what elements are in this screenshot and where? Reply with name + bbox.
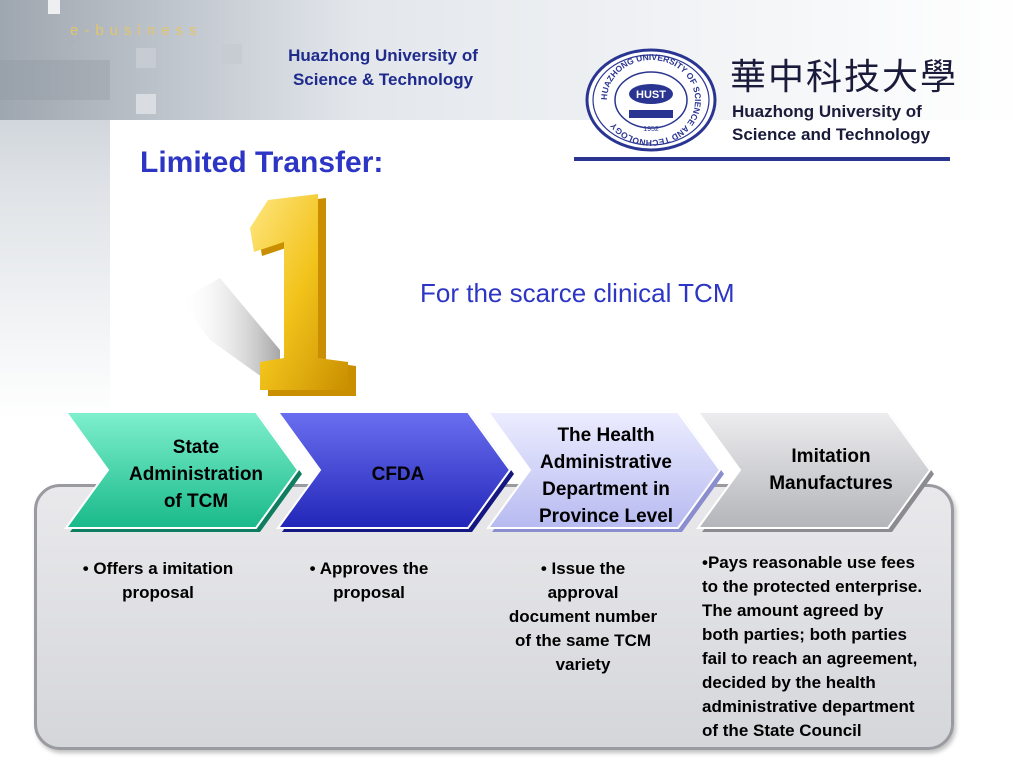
step-label-cfda: CFDA <box>371 464 425 485</box>
university-heading-line1: Huazhong University of <box>288 46 478 65</box>
step-desc-imitation-manufactures: •Pays reasonable use fees to the protect… <box>702 553 923 740</box>
process-flow-arrows <box>64 412 934 532</box>
step-desc-cfda: • Approves the proposal <box>309 559 429 602</box>
step-label-state-administration: State Administration of TCM <box>128 437 264 512</box>
english-name-line2: Science and Technology <box>732 125 931 144</box>
seal-year: 1952 <box>643 126 659 133</box>
arrow-imitation-manufactures <box>696 412 934 532</box>
chinese-university-name: 華中科技大學 <box>730 57 959 98</box>
university-seal-icon: HUAZHONG UNIVERSITY OF SCIENCE AND TECHN… <box>585 48 717 152</box>
slide-title: Limited Transfer: <box>140 146 384 179</box>
arrow-health-department <box>486 412 724 532</box>
step-label-health-department: The Health Administrative Department in … <box>538 425 674 527</box>
seal-center-text: HUST <box>636 89 666 101</box>
ebusiness-text: e-business <box>70 22 203 39</box>
english-university-name: Huazhong University of Science and Techn… <box>732 100 930 146</box>
university-heading-line2: Science & Technology <box>292 70 474 89</box>
university-heading: Huazhong University of Science & Technol… <box>258 44 508 92</box>
header-banner <box>0 0 1024 120</box>
step-desc-state-administration: • Offers a imitation proposal <box>82 559 234 602</box>
arrow-cfda <box>276 412 514 532</box>
logo-underline <box>574 157 950 161</box>
gold-number-one-icon: 1 <box>180 194 356 396</box>
english-name-line1: Huazhong University of <box>732 102 922 121</box>
university-logo: HUAZHONG UNIVERSITY OF SCIENCE AND TECHN… <box>574 42 956 162</box>
numeral-text: 1 <box>277 332 283 343</box>
slide-subtitle: For the scarce clinical TCM <box>420 278 735 308</box>
ebusiness-subtext: … <box>70 38 77 44</box>
step-desc-health-department: • Issue the approval document number of … <box>508 559 658 674</box>
arrow-state-administration <box>64 412 302 532</box>
step-label-imitation-manufactures: Imitation Manufactures <box>769 446 893 494</box>
